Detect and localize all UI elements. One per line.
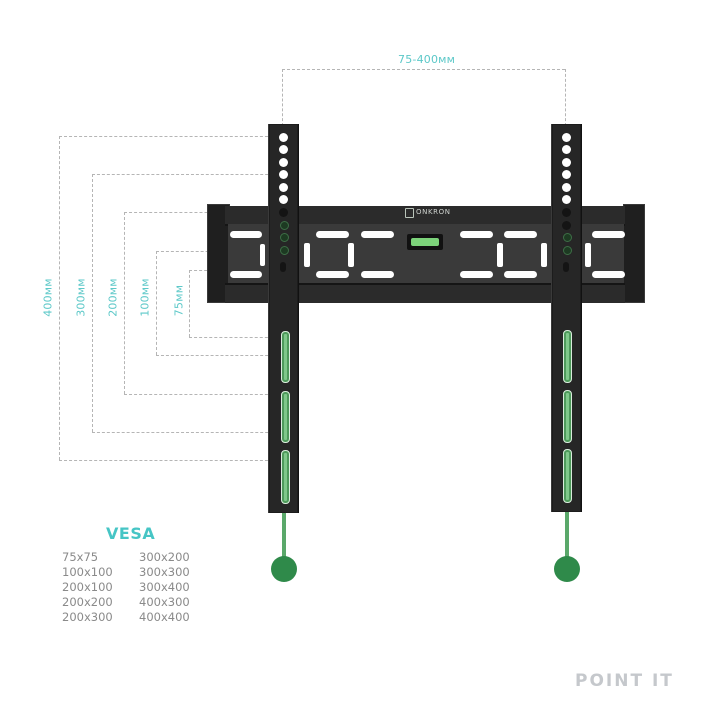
right-arm-green-slot — [563, 449, 572, 503]
vesa-size: 300x300 — [139, 565, 190, 579]
right-arm-green-slot — [563, 390, 572, 443]
mount-slot — [230, 231, 262, 238]
left-release-knob[interactable] — [271, 556, 297, 582]
left-release-cord[interactable] — [282, 513, 286, 559]
dimension-label-300: 300мм — [74, 278, 88, 317]
horizontal-dimension-label: 75-400мм — [398, 53, 456, 66]
horizontal-dimension-line — [282, 69, 565, 70]
left-arm-green-slot — [281, 391, 290, 443]
mount-slot — [316, 271, 349, 278]
mount-slot-vertical — [348, 243, 354, 267]
mount-slot — [316, 231, 349, 238]
vesa-size: 200x200 — [62, 595, 113, 609]
mount-slot — [361, 231, 394, 238]
mount-slot — [230, 271, 262, 278]
wall-plate-bottom-rail — [225, 283, 625, 303]
left-arm-green-slot — [281, 450, 290, 504]
left-arm-green-slot — [281, 331, 290, 383]
mount-slot — [592, 231, 625, 238]
vesa-size: 200x300 — [62, 610, 113, 624]
wall-plate-right-cap — [623, 204, 645, 303]
vesa-size: 400x300 — [139, 595, 190, 609]
vesa-title: VESA — [106, 524, 156, 543]
mount-slot-vertical — [585, 243, 591, 267]
horizontal-dimension-left-tick — [282, 69, 283, 131]
brand-logo: ONKRON — [416, 208, 451, 216]
bubble-level — [407, 234, 443, 250]
right-release-cord[interactable] — [565, 512, 569, 559]
watermark: POINT IT — [575, 671, 674, 691]
mount-slot-vertical — [304, 243, 310, 267]
right-arm-green-slot — [563, 330, 572, 383]
right-release-knob[interactable] — [554, 556, 580, 582]
mount-slot-vertical — [541, 243, 547, 267]
mount-slot — [504, 231, 537, 238]
vesa-size: 100x100 — [62, 565, 113, 579]
mount-slot — [460, 231, 493, 238]
vesa-size: 200x100 — [62, 580, 113, 594]
cube-icon — [405, 208, 414, 218]
vesa-size: 300x200 — [139, 550, 190, 564]
mount-slot-vertical — [260, 244, 265, 266]
dimension-label-75: 75мм — [172, 284, 186, 317]
vesa-size: 75x75 — [62, 550, 99, 564]
mount-slot — [592, 271, 625, 278]
vesa-size: 400x400 — [139, 610, 190, 624]
horizontal-dimension-right-tick — [565, 69, 566, 131]
dimension-label-100: 100мм — [138, 278, 152, 317]
mount-slot-vertical — [497, 243, 503, 267]
mount-slot — [361, 271, 394, 278]
dimension-label-200: 200мм — [106, 278, 120, 317]
dimension-label-400: 400мм — [41, 278, 55, 317]
mount-slot — [460, 271, 493, 278]
vesa-size: 300x400 — [139, 580, 190, 594]
mount-slot — [504, 271, 537, 278]
bubble-level-vial — [411, 238, 439, 246]
